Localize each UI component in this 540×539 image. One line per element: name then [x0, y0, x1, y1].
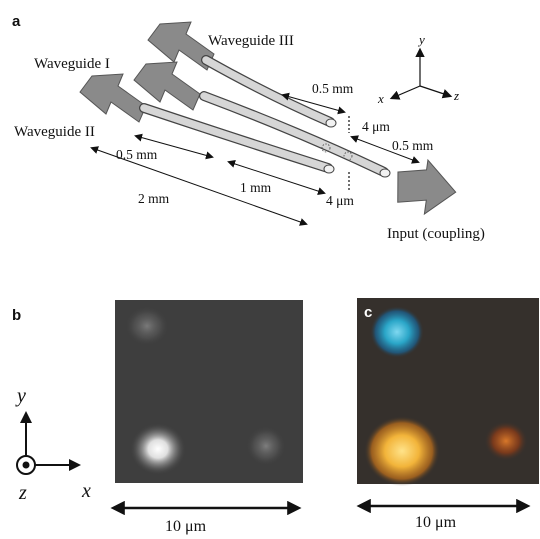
dim-0-5-top: 0.5 mm	[312, 81, 354, 96]
input-arrow	[397, 158, 457, 216]
axes-panel-a: y z x	[377, 32, 459, 106]
panel-c-spot-yellow	[364, 416, 440, 486]
dim-0-5-left: 0.5 mm	[116, 147, 158, 162]
axis-b-x-label: x	[81, 480, 91, 502]
output-arrow-waveguide-3	[147, 21, 215, 71]
panel-b-spot-top-left	[125, 306, 169, 346]
dim-line-2mm	[90, 146, 308, 226]
label-waveguide-3: Waveguide III	[208, 33, 294, 49]
panel-c-letter: c	[364, 304, 372, 321]
axis-b-z-dot	[22, 461, 30, 469]
panel-b-spot-bright	[130, 423, 186, 475]
panel-c: c 10 μm	[356, 298, 539, 531]
axis-x-label: x	[377, 91, 384, 106]
axis-x-arrow	[389, 85, 421, 100]
axes-panel-b: y x z	[15, 385, 91, 504]
panel-a: a Waveguide III Waveguide I Wavegui	[12, 13, 485, 242]
panel-c-spot-blue	[370, 306, 424, 358]
waveguide-3	[201, 55, 337, 128]
dim-2mm: 2 mm	[138, 191, 170, 206]
axis-b-y-label: y	[15, 385, 26, 407]
dim-4um-bottom: 4 μm	[326, 193, 354, 208]
coupling-marker-1	[321, 143, 331, 153]
panel-c-spot-orange	[484, 421, 528, 461]
panel-b-spot-dim	[246, 426, 286, 466]
axis-b-z-label: z	[18, 482, 27, 504]
output-arrow-waveguide-1	[133, 61, 201, 111]
dim-0-5-right: 0.5 mm	[392, 138, 434, 153]
axis-z-arrow	[419, 85, 453, 99]
panel-b-scale-label: 10 μm	[165, 518, 207, 535]
panel-b-letter: b	[12, 307, 21, 324]
dim-line-0-5-top	[281, 92, 346, 115]
axis-z-label: z	[453, 88, 459, 103]
panel-a-letter: a	[12, 13, 21, 30]
label-waveguide-2: Waveguide II	[14, 124, 95, 140]
label-input: Input (coupling)	[387, 226, 485, 242]
dim-4um-top: 4 μm	[362, 119, 390, 134]
dim-1mm: 1 mm	[240, 180, 272, 195]
label-waveguide-1: Waveguide I	[34, 56, 110, 72]
output-arrow-waveguide-2	[79, 73, 147, 123]
dim-line-0-5-right	[350, 135, 420, 164]
panel-c-scale-label: 10 μm	[415, 514, 457, 531]
panel-b: b 10 μm y x z	[12, 300, 303, 535]
axis-y-label: y	[417, 32, 425, 47]
